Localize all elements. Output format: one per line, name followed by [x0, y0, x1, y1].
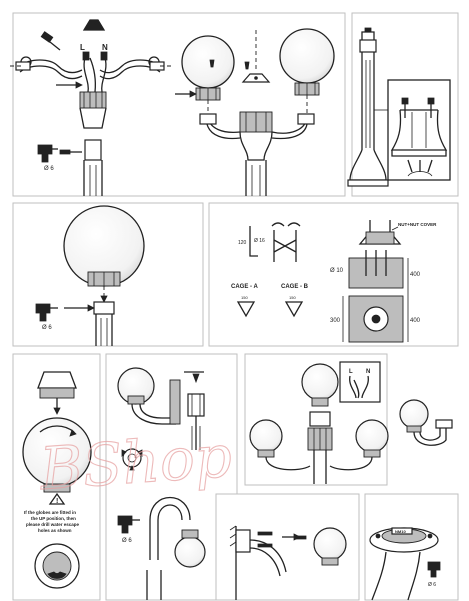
dim-m16: Ø 16 [254, 238, 265, 244]
panel-two-arm-wiring: L N [10, 13, 345, 196]
panel-pole [348, 13, 458, 196]
panel-wall-mount [216, 494, 359, 600]
drill-size-label-2: Ø 6 [42, 325, 52, 331]
cage-a-label: CAGE - A [231, 284, 258, 290]
dim-400-b: 400 [410, 318, 421, 324]
dim-400-a: 400 [410, 272, 421, 278]
panel-wall-bracket [400, 400, 452, 445]
panel-three-arm: L N [245, 354, 388, 485]
drill-size-label-4: Ø 6 [428, 582, 436, 588]
panel-foundation: 120 Ø 16 CAGE - A CAGE - B 150 150 NUT+N… [209, 203, 458, 346]
watermark: BShop [37, 422, 234, 503]
dim-150-b: 150 [289, 295, 296, 300]
dim-150-a: 150 [241, 295, 248, 300]
drill-size-label-3: Ø 6 [122, 538, 132, 544]
dim-120: 120 [238, 240, 247, 246]
label-live-2: L [349, 369, 353, 375]
panel-single-globe: Ø 6 [13, 203, 203, 346]
diameter-hole-label: Ø 10 [330, 268, 344, 274]
panel-cap-detail: NM10 Ø 6 [365, 494, 458, 600]
warning-line-2: the UP position, then [31, 516, 76, 521]
nut-cover-label: NUT+NUT COVER [398, 222, 437, 227]
label-neutral-2: N [366, 369, 370, 375]
cage-b-label: CAGE - B [281, 284, 309, 290]
label-live: L [80, 43, 85, 52]
warning-line-4: holes as shown [38, 528, 72, 533]
drill-size-label: Ø 6 [44, 166, 54, 172]
dim-300: 300 [330, 318, 341, 324]
label-neutral: N [102, 43, 108, 52]
warning-line-3: please drill water escape [26, 522, 80, 527]
cap-label: NM10 [395, 529, 406, 534]
warning-line-1: If the globes are fitted in [24, 510, 76, 515]
